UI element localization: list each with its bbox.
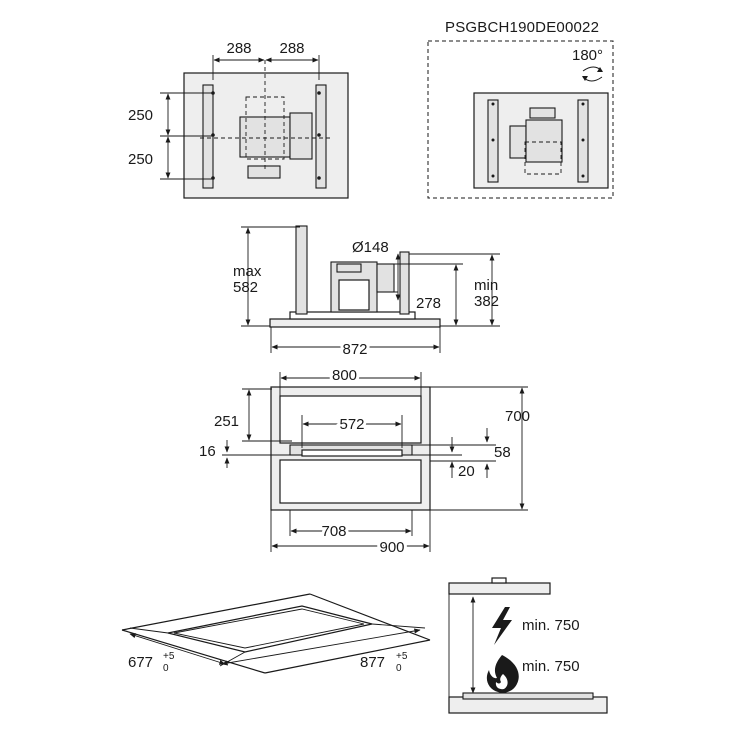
control-box [247,165,281,179]
dim-16: 16 [199,443,216,460]
rotated-view-frame [427,40,614,199]
left-column [295,225,308,315]
rotated-motor [525,119,563,163]
worktop-cutout: 677 +5 0 877 +5 0 [121,593,431,674]
left-rail [202,84,214,189]
dim-677-tolerance-zero: 0 [163,663,169,674]
dim-20: 20 [458,463,475,480]
dim-677: 677 [128,654,153,671]
dim-872: 872 [342,341,367,358]
air-outlet [376,263,395,293]
clearance-diagram: min. 750 min. 750 [448,577,608,714]
dim-708: 708 [321,523,346,540]
rotated-control-box [529,107,556,119]
dim-58: 58 [494,444,511,461]
dim-877-tolerance-plus: +5 [396,651,408,662]
rotate-arrows-icon [582,66,603,82]
dim-877: 877 [360,654,385,671]
electric-clearance: min. 750 [522,617,580,634]
front-view: 800 572 251 16 700 58 20 70 [199,364,530,559]
right-column [399,251,410,315]
dim-diameter: Ø148 [352,239,389,256]
rotated-view: 180° [427,40,614,199]
hob [462,692,594,700]
dim-250-top: 250 [128,107,153,124]
dim-800: 800 [332,367,357,384]
motor-outlet [289,112,313,160]
dim-min-value: 382 [474,293,499,310]
top-view: 288 288 250 250 [128,40,349,199]
cabinet-above [448,582,551,595]
dim-572: 572 [339,416,364,433]
gas-clearance: min. 750 [522,658,580,675]
dim-min-label: min [474,277,498,294]
product-code: PSGBCH190DE00022 [445,19,599,36]
dim-278: 278 [416,295,441,312]
dim-677-tolerance-plus: +5 [163,651,175,662]
rotation-angle: 180° [572,47,603,64]
rotated-outlet [509,125,527,159]
dim-250-bottom: 250 [128,151,153,168]
dim-max-value: 582 [233,279,258,296]
lightning-bolt-icon [492,607,512,645]
side-view: Ø148 max 582 278 min 382 872 [233,225,500,361]
dim-900: 900 [379,539,404,556]
dim-700: 700 [505,408,530,425]
right-rail [315,84,327,189]
dim-288-right: 288 [279,40,304,57]
dim-288-left: 288 [226,40,251,57]
dim-877-tolerance-zero: 0 [396,663,402,674]
dim-max-label: max [233,263,262,280]
dim-251: 251 [214,413,239,430]
hob-frame [269,318,441,328]
flame-icon [486,655,519,693]
